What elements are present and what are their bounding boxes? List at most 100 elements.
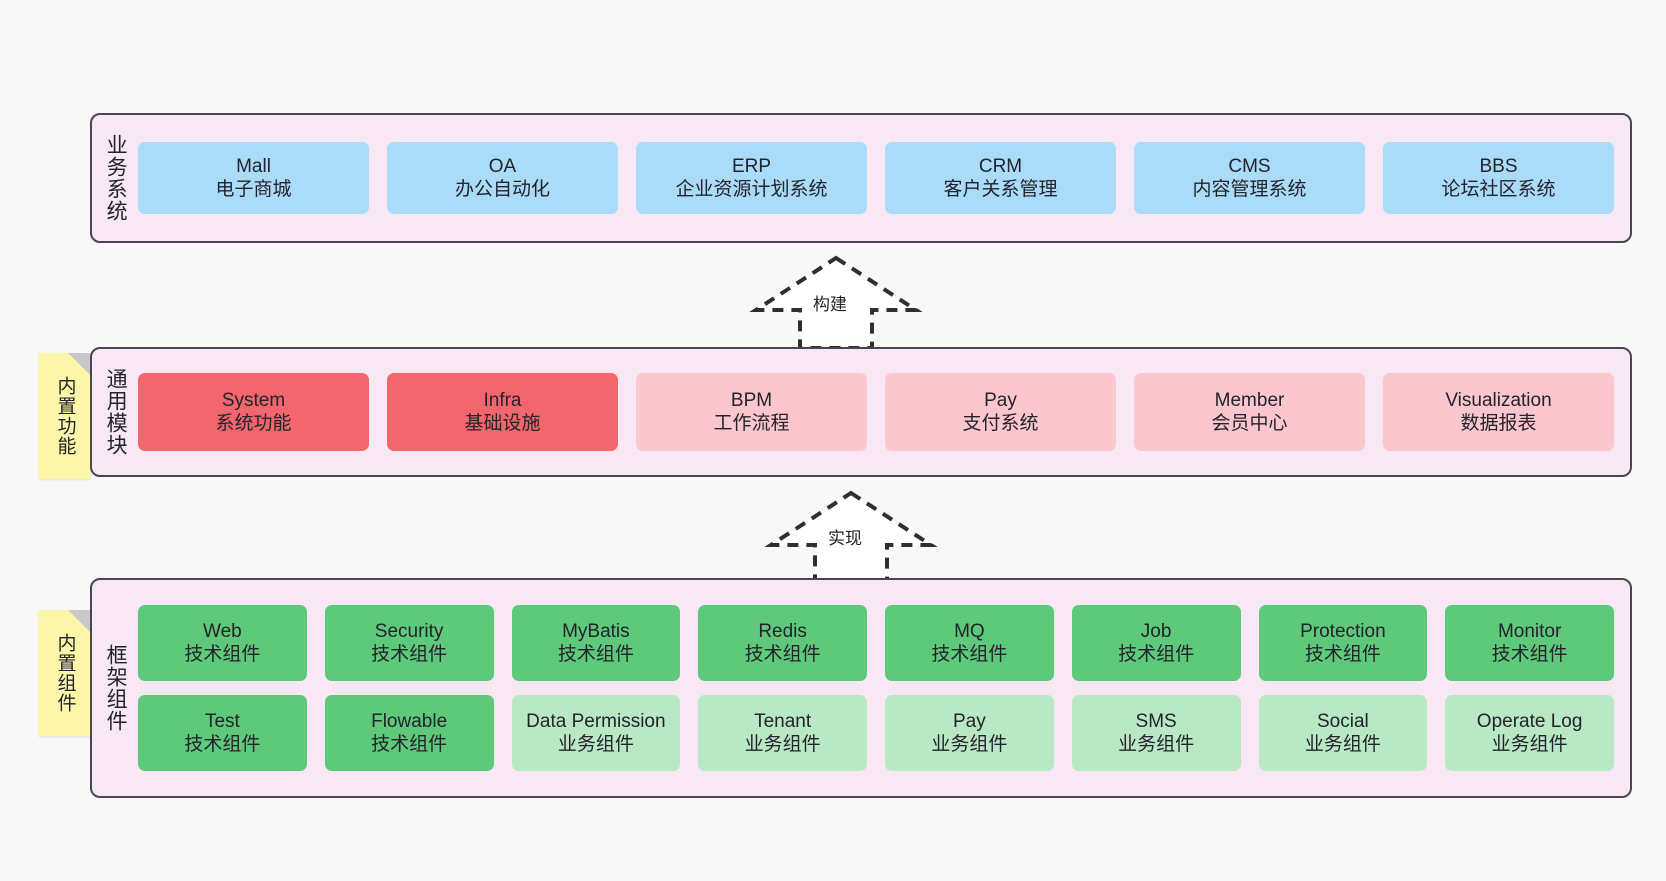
card-security[interactable]: Security 技术组件	[324, 605, 494, 681]
card-title: Protection	[1300, 620, 1386, 642]
card-oa[interactable]: OA 办公自动化	[387, 142, 618, 214]
card-web[interactable]: Web 技术组件	[138, 605, 307, 681]
card-system[interactable]: System 系统功能	[138, 373, 369, 451]
card-title: Member	[1214, 389, 1285, 411]
card-mq[interactable]: MQ 技术组件	[885, 605, 1054, 681]
card-subtitle: 技术组件	[184, 734, 261, 755]
card-subtitle: 会员中心	[1211, 413, 1288, 434]
card-title: MQ	[954, 620, 985, 642]
card-subtitle: 客户关系管理	[943, 179, 1058, 200]
card-title: Redis	[758, 620, 807, 642]
card-subtitle: 工作流程	[713, 413, 790, 434]
card-title: Pay	[984, 389, 1017, 411]
card-row: Web 技术组件 Security 技术组件 MyBatis 技术组件 Redi…	[138, 605, 1614, 681]
layer-body-framework-component: Web 技术组件 Security 技术组件 MyBatis 技术组件 Redi…	[138, 580, 1630, 796]
card-subtitle: 企业资源计划系统	[675, 179, 828, 200]
card-bpm[interactable]: BPM 工作流程	[636, 373, 867, 451]
sticky-note-builtin-features: 内置功能	[38, 353, 90, 479]
card-title: Data Permission	[526, 710, 666, 732]
card-title: System	[221, 389, 286, 411]
card-subtitle: 业务组件	[1304, 734, 1381, 755]
card-member[interactable]: Member 会员中心	[1134, 373, 1365, 451]
card-social[interactable]: Social 业务组件	[1258, 695, 1428, 771]
card-job[interactable]: Job 技术组件	[1071, 605, 1241, 681]
card-row: Test 技术组件 Flowable 技术组件 Data Permission …	[138, 695, 1614, 771]
card-infra[interactable]: Infra 基础设施	[387, 373, 618, 451]
card-title: Pay	[953, 710, 986, 732]
layer-body-common-module: System 系统功能 Infra 基础设施 BPM 工作流程 Pay 支付系统…	[138, 349, 1630, 475]
card-subtitle: 技术组件	[184, 644, 261, 665]
card-subtitle: 系统功能	[215, 413, 292, 434]
card-subtitle: 技术组件	[744, 644, 821, 665]
card-title: Mall	[236, 155, 271, 177]
card-pay-business[interactable]: Pay 业务组件	[885, 695, 1054, 771]
card-erp[interactable]: ERP 企业资源计划系统	[636, 142, 867, 214]
arrow-build-label: 构建	[813, 295, 847, 314]
card-title: BPM	[730, 389, 773, 411]
card-visualization[interactable]: Visualization 数据报表	[1383, 373, 1614, 451]
sticky-note-builtin-components: 内置组件	[38, 610, 90, 736]
arrow-implement-label: 实现	[828, 529, 862, 548]
layer-body-business-system: Mall 电子商城 OA 办公自动化 ERP 企业资源计划系统 CRM 客户关系…	[138, 115, 1630, 241]
layer-title-framework-component: 框架组件	[104, 644, 128, 732]
layer-title-common-module: 通用模块	[104, 368, 128, 456]
card-row: System 系统功能 Infra 基础设施 BPM 工作流程 Pay 支付系统…	[138, 373, 1614, 451]
card-subtitle: 业务组件	[931, 734, 1008, 755]
card-subtitle: 论坛社区系统	[1441, 179, 1556, 200]
card-title: Web	[203, 620, 242, 642]
card-title: Social	[1317, 710, 1369, 732]
card-title: OA	[488, 155, 517, 177]
card-title: CRM	[978, 155, 1023, 177]
card-data-permission[interactable]: Data Permission 业务组件	[511, 695, 681, 771]
card-test[interactable]: Test 技术组件	[138, 695, 307, 771]
card-subtitle: 技术组件	[371, 644, 448, 665]
card-redis[interactable]: Redis 技术组件	[698, 605, 867, 681]
card-mall[interactable]: Mall 电子商城	[138, 142, 369, 214]
card-monitor[interactable]: Monitor 技术组件	[1445, 605, 1614, 681]
card-sms[interactable]: SMS 业务组件	[1071, 695, 1241, 771]
card-title: Flowable	[371, 710, 448, 732]
card-subtitle: 技术组件	[371, 734, 448, 755]
layer-title-business-system: 业务系统	[104, 134, 128, 222]
card-subtitle: 业务组件	[1118, 734, 1195, 755]
card-subtitle: 电子商城	[215, 179, 292, 200]
layer-business-system: 业务系统 Mall 电子商城 OA 办公自动化 ERP 企业资源计划系统 CRM…	[90, 113, 1632, 243]
card-operate-log[interactable]: Operate Log 业务组件	[1445, 695, 1614, 771]
card-mybatis[interactable]: MyBatis 技术组件	[511, 605, 681, 681]
card-crm[interactable]: CRM 客户关系管理	[885, 142, 1116, 214]
card-title: MyBatis	[562, 620, 630, 642]
card-title: Infra	[483, 389, 522, 411]
card-subtitle: 技术组件	[1118, 644, 1195, 665]
card-subtitle: 技术组件	[1491, 644, 1568, 665]
card-subtitle: 业务组件	[557, 734, 634, 755]
card-subtitle: 技术组件	[931, 644, 1008, 665]
layer-framework-component: 框架组件 Web 技术组件 Security 技术组件 MyBatis 技术组件…	[90, 578, 1632, 798]
card-pay[interactable]: Pay 支付系统	[885, 373, 1116, 451]
card-row: Mall 电子商城 OA 办公自动化 ERP 企业资源计划系统 CRM 客户关系…	[138, 142, 1614, 214]
card-title: Visualization	[1445, 389, 1552, 411]
card-cms[interactable]: CMS 内容管理系统	[1134, 142, 1365, 214]
card-subtitle: 业务组件	[744, 734, 821, 755]
card-flowable[interactable]: Flowable 技术组件	[324, 695, 494, 771]
card-tenant[interactable]: Tenant 业务组件	[698, 695, 867, 771]
layer-common-module: 通用模块 System 系统功能 Infra 基础设施 BPM 工作流程 Pay…	[90, 347, 1632, 477]
card-subtitle: 基础设施	[464, 413, 541, 434]
card-subtitle: 支付系统	[962, 413, 1039, 434]
card-subtitle: 技术组件	[557, 644, 634, 665]
card-title: Test	[204, 710, 240, 732]
card-protection[interactable]: Protection 技术组件	[1258, 605, 1428, 681]
card-subtitle: 数据报表	[1460, 413, 1537, 434]
card-title: CMS	[1228, 155, 1271, 177]
card-subtitle: 业务组件	[1491, 734, 1568, 755]
card-title: ERP	[731, 155, 772, 177]
card-title: Monitor	[1497, 620, 1562, 642]
card-title: SMS	[1135, 710, 1177, 732]
card-subtitle: 办公自动化	[454, 179, 550, 200]
card-subtitle: 技术组件	[1304, 644, 1381, 665]
card-bbs[interactable]: BBS 论坛社区系统	[1383, 142, 1614, 214]
card-title: Security	[374, 620, 444, 642]
card-subtitle: 内容管理系统	[1192, 179, 1307, 200]
card-title: BBS	[1479, 155, 1518, 177]
card-title: Operate Log	[1476, 710, 1583, 732]
